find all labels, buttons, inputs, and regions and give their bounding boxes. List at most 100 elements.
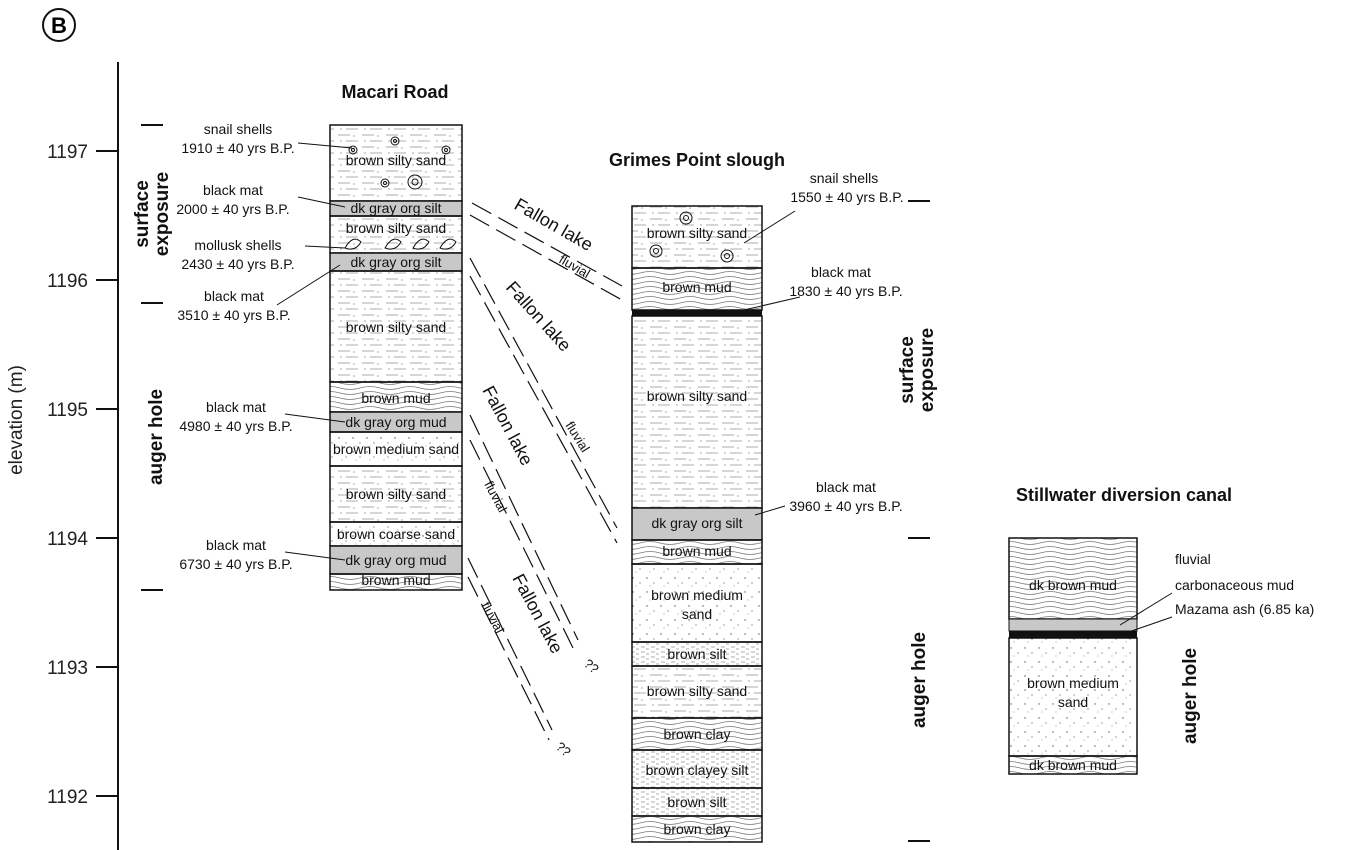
unit-brown-silt xyxy=(631,787,763,817)
unit-label: brown silty sand xyxy=(647,225,747,241)
macari-road-column: Macari Road surfaceexposure auger hole xyxy=(132,82,463,591)
unit-brown-clayey-silt xyxy=(631,749,763,789)
unit-label: dk brown mud xyxy=(1029,757,1117,773)
tick-label: 1196 xyxy=(47,271,88,292)
unit-label: brown clay xyxy=(664,726,731,742)
annotation-line: black mat xyxy=(203,182,263,198)
unit-label: brown silty sand xyxy=(647,683,747,699)
interp-label: fluvial xyxy=(562,419,592,455)
unit-dk-gray-org-mud xyxy=(329,545,463,575)
unit-label: brown silty sand xyxy=(346,220,446,236)
correlation-labels: Fallon lake fluvial Fallon lake fluvial … xyxy=(478,194,601,759)
unit-brown-mud xyxy=(329,573,463,591)
unit-brown-medium-sand xyxy=(631,563,763,643)
annotation-line: 1550 ± 40 yrs B.P. xyxy=(790,189,903,205)
grimes-point-column: Grimes Point slough brown silty sand bro… xyxy=(609,150,938,843)
unit-brown-medium-sand xyxy=(1008,637,1138,757)
unit-black-mat xyxy=(632,310,762,316)
unit-label: brown clayey silt xyxy=(646,762,749,778)
unit-label: dk brown mud xyxy=(1029,577,1117,593)
annotation-line: black mat xyxy=(811,264,871,280)
annotation-line: 4980 ± 40 yrs B.P. xyxy=(179,418,292,434)
unit-label: brown medium xyxy=(651,587,743,603)
side-label-auger-hole: auger hole xyxy=(146,389,167,485)
uncertain-mark: ?? xyxy=(553,739,574,760)
unit-brown-silt xyxy=(631,641,763,667)
unit-label: dk gray org silt xyxy=(350,200,441,216)
unit-label: brown mud xyxy=(361,390,430,406)
side-label-auger-hole: auger hole xyxy=(909,632,930,728)
unit-label: brown silt xyxy=(667,646,726,662)
unit-brown-mud xyxy=(329,381,463,413)
annotation-line: snail shells xyxy=(204,121,272,137)
annotation-line: 2000 ± 40 yrs B.P. xyxy=(176,201,289,217)
stillwater-column: Stillwater diversion canal dk brown mud … xyxy=(1008,485,1314,775)
annotation-line: snail shells xyxy=(810,170,878,186)
tick-label: 1194 xyxy=(47,529,88,550)
annotation-line: 3510 ± 40 yrs B.P. xyxy=(177,307,290,323)
unit-label: brown medium xyxy=(1027,675,1119,691)
elevation-axis: 1197 1196 1195 1194 1193 1192 elevation … xyxy=(6,62,119,850)
interp-label: Fallon lake xyxy=(508,570,567,656)
unit-brown-silty-sand xyxy=(329,270,463,383)
annotation-line: 3960 ± 40 yrs B.P. xyxy=(789,498,902,514)
interp-label: Fallon lake xyxy=(502,277,575,355)
annotation-line: fluvial xyxy=(1175,551,1211,567)
unit-label: dk gray org mud xyxy=(345,414,446,430)
column-title: Stillwater diversion canal xyxy=(1016,485,1232,505)
annotation-line: carbonaceous mud xyxy=(1175,577,1294,593)
unit-label: brown mud xyxy=(361,572,430,588)
unit-label: sand xyxy=(682,606,712,622)
unit-label: brown silty sand xyxy=(346,319,446,335)
interp-label: fluvial xyxy=(481,478,510,514)
annotation-line: black mat xyxy=(206,399,266,415)
annotation-line: black mat xyxy=(204,288,264,304)
unit-brown-clay xyxy=(631,717,763,751)
side-label-surface-exposure: surfaceexposure xyxy=(897,328,938,412)
unit-brown-silty-sand xyxy=(329,465,463,523)
annotation-line: 1910 ± 40 yrs B.P. xyxy=(181,140,294,156)
uncertain-mark: ?? xyxy=(581,656,602,677)
tick-label: 1192 xyxy=(47,787,88,808)
unit-carbonaceous-mud xyxy=(1008,618,1138,632)
unit-brown-silty-sand xyxy=(631,665,763,719)
unit-brown-silty-sand xyxy=(329,124,463,202)
column-title: Grimes Point slough xyxy=(609,150,785,170)
unit-label: brown silty sand xyxy=(346,152,446,168)
unit-mazama-ash xyxy=(1009,631,1137,638)
annotation-line: 2430 ± 40 yrs B.P. xyxy=(181,256,294,272)
correlation-lines xyxy=(467,202,623,741)
interp-label: fluvial xyxy=(557,252,593,282)
annotation-line: 1830 ± 40 yrs B.P. xyxy=(789,283,902,299)
unit-label: dk gray org silt xyxy=(651,515,742,531)
annotation-line: black mat xyxy=(816,479,876,495)
unit-dk-brown-mud xyxy=(1008,755,1138,775)
unit-dk-brown-mud xyxy=(1008,537,1138,620)
unit-label: brown medium sand xyxy=(333,441,459,457)
panel-label: B xyxy=(42,8,76,42)
interp-label: Fallon lake xyxy=(511,194,596,255)
unit-label: brown coarse sand xyxy=(337,526,455,542)
axis-title: elevation (m) xyxy=(6,365,27,475)
column-title: Macari Road xyxy=(341,82,448,102)
tick-label: 1195 xyxy=(47,400,88,421)
unit-label: dk gray org silt xyxy=(350,254,441,270)
side-label-surface-exposure: surfaceexposure xyxy=(132,172,173,256)
unit-brown-clay xyxy=(631,815,763,843)
unit-brown-silty-sand xyxy=(631,315,763,509)
annotation-line: Mazama ash (6.85 ka) xyxy=(1175,601,1314,617)
tick-label: 1197 xyxy=(47,142,88,163)
unit-label: brown silty sand xyxy=(647,388,747,404)
interp-label: Fallon lake xyxy=(478,382,537,468)
annotation-line: black mat xyxy=(206,537,266,553)
side-label-auger-hole: auger hole xyxy=(1180,648,1201,744)
unit-label: brown mud xyxy=(662,543,731,559)
unit-label: brown mud xyxy=(662,279,731,295)
interp-label: fluvial xyxy=(478,599,507,635)
macari-annotations: snail shells 1910 ± 40 yrs B.P. black ma… xyxy=(176,121,353,572)
unit-label: brown silt xyxy=(667,794,726,810)
unit-label: dk gray org mud xyxy=(345,552,446,568)
unit-brown-medium-sand xyxy=(329,431,463,467)
annotation-line: 6730 ± 40 yrs B.P. xyxy=(179,556,292,572)
